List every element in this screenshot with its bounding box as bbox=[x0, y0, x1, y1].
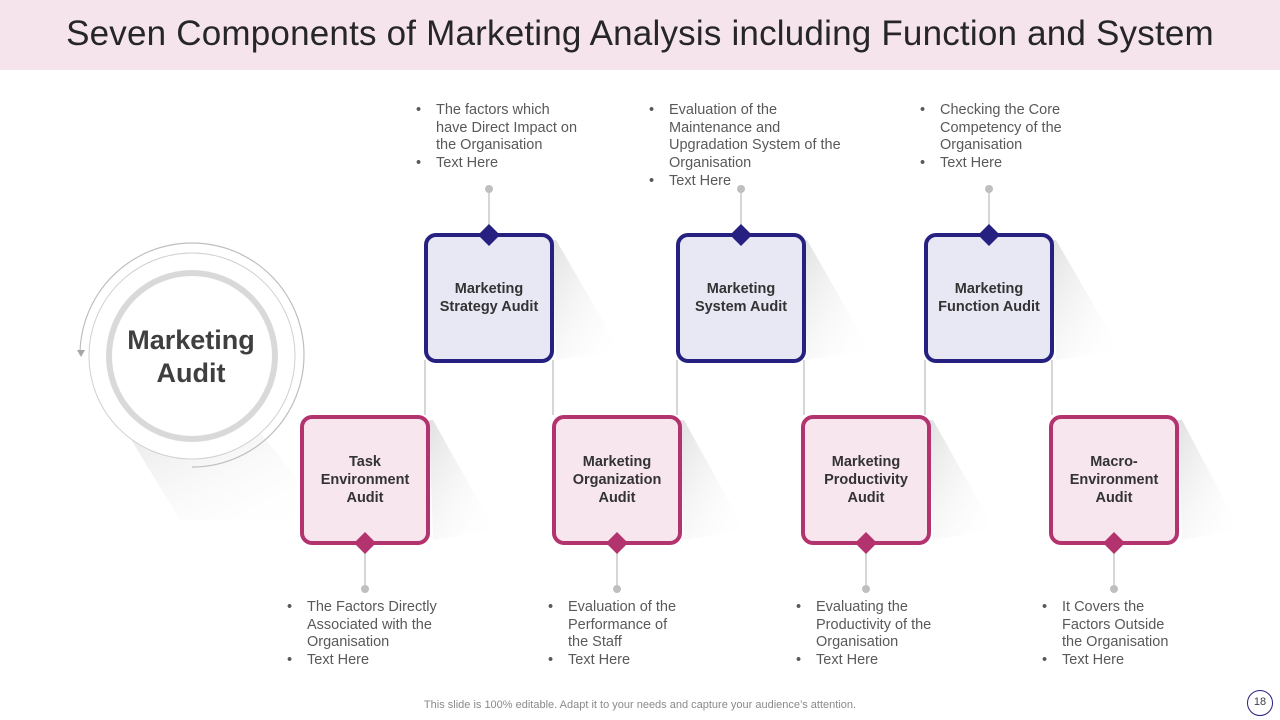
component-box-organization: Marketing Organization Audit bbox=[552, 415, 682, 545]
description-point: Checking the Core Competency of the Orga… bbox=[920, 102, 1140, 155]
center-circle-graphic bbox=[77, 242, 305, 468]
description-point: Text Here bbox=[1042, 652, 1262, 670]
component-box-strategy: Marketing Strategy Audit bbox=[424, 233, 554, 363]
connector-lines bbox=[424, 360, 1053, 415]
diamond-marker bbox=[606, 532, 628, 554]
diamond-marker bbox=[478, 224, 500, 246]
component-box-macro-environment: Macro- Environment Audit bbox=[1049, 415, 1179, 545]
description-point: Text Here bbox=[416, 155, 636, 173]
diamond-marker bbox=[855, 532, 877, 554]
component-box-productivity: Marketing Productivity Audit bbox=[801, 415, 931, 545]
description-task-environment: The Factors Directly Associated with the… bbox=[287, 599, 507, 670]
slide-title: Seven Components of Marketing Analysis i… bbox=[66, 14, 1214, 53]
center-label: Marketing Audit bbox=[127, 325, 255, 388]
page-number: 18 bbox=[1247, 690, 1273, 716]
description-point: Evaluation of the Maintenance and Upgrad… bbox=[649, 102, 879, 173]
footer-note: This slide is 100% editable. Adapt it to… bbox=[423, 699, 857, 711]
callout-connectors bbox=[361, 185, 1118, 593]
description-point: Text Here bbox=[548, 652, 768, 670]
description-system: Evaluation of the Maintenance and Upgrad… bbox=[649, 102, 879, 191]
component-box-task-environment: Task Environment Audit bbox=[300, 415, 430, 545]
diamond-marker bbox=[730, 224, 752, 246]
description-point: Evaluating the Productivity of the Organ… bbox=[796, 599, 1016, 652]
description-point: Text Here bbox=[920, 155, 1140, 173]
title-bar bbox=[0, 0, 1280, 70]
description-point: The Factors Directly Associated with the… bbox=[287, 599, 507, 652]
component-box-system: Marketing System Audit bbox=[676, 233, 806, 363]
description-strategy: The factors which have Direct Impact on … bbox=[416, 102, 636, 173]
description-point: It Covers the Factors Outside the Organi… bbox=[1042, 599, 1262, 652]
diamond-marker bbox=[1103, 532, 1125, 554]
description-point: Text Here bbox=[649, 173, 879, 191]
description-function: Checking the Core Competency of the Orga… bbox=[920, 102, 1140, 173]
description-productivity: Evaluating the Productivity of the Organ… bbox=[796, 599, 1016, 670]
diamond-marker bbox=[978, 224, 1000, 246]
description-macro-environment: It Covers the Factors Outside the Organi… bbox=[1042, 599, 1262, 670]
description-point: Evaluation of the Performance of the Sta… bbox=[548, 599, 768, 652]
description-organization: Evaluation of the Performance of the Sta… bbox=[548, 599, 768, 670]
description-point: Text Here bbox=[796, 652, 1016, 670]
description-point: The factors which have Direct Impact on … bbox=[416, 102, 636, 155]
diamond-marker bbox=[354, 532, 376, 554]
description-point: Text Here bbox=[287, 652, 507, 670]
